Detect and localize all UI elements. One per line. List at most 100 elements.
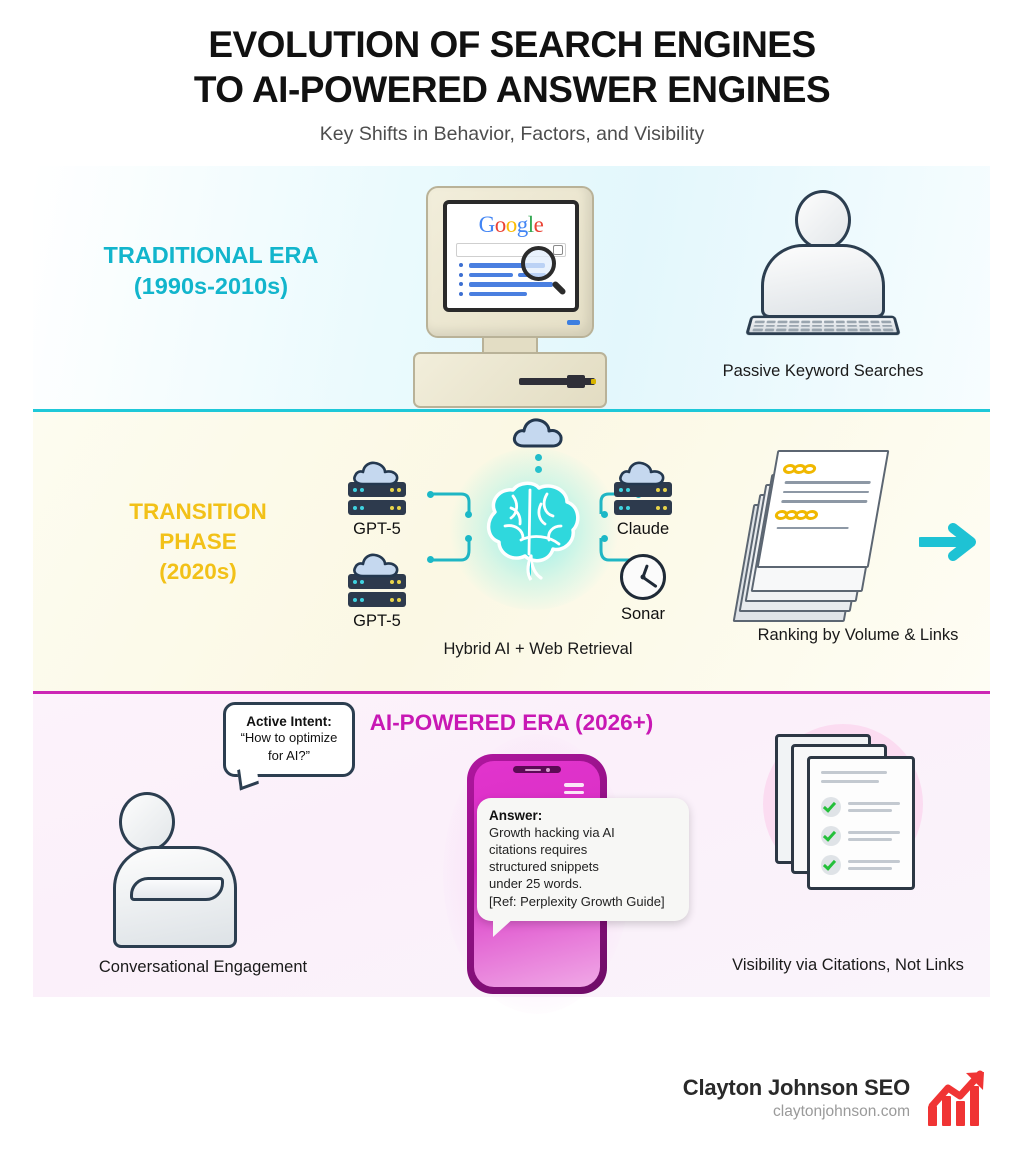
- person-typing-figure: [733, 190, 913, 336]
- answer-line-3: structured snippets: [489, 859, 599, 875]
- crt-body: Google: [426, 186, 594, 338]
- power-led-icon: [567, 320, 580, 325]
- drive-led-icon: [591, 379, 596, 384]
- person-body: [761, 244, 885, 318]
- magnifying-glass-icon: [521, 246, 567, 296]
- connector-dot: [427, 556, 434, 563]
- connector-dot: [427, 491, 434, 498]
- person-head: [795, 190, 851, 250]
- node-label: Claude: [616, 520, 670, 538]
- node-claude: Claude: [595, 460, 691, 539]
- era-label-ai-text: AI-POWERED ERA (2026+): [369, 710, 654, 735]
- node-label: Sonar: [620, 605, 666, 623]
- connector-dot: [601, 511, 608, 518]
- title-line-1: EVOLUTION OF SEARCH ENGINES: [208, 24, 816, 65]
- footer-branding: Clayton Johnson SEO claytonjohnson.com: [683, 1070, 990, 1126]
- connector-line: [599, 538, 637, 562]
- page-title: EVOLUTION OF SEARCH ENGINES TO AI-POWERE…: [0, 22, 1024, 112]
- server-rack-icon: [348, 574, 406, 607]
- era-label-transition-line3: (2020s): [159, 559, 237, 585]
- check-item: [821, 855, 901, 875]
- era-label-transition: TRANSITION PHASE (2020s): [68, 497, 328, 587]
- bullet-icon: [459, 263, 463, 268]
- era-label-traditional-line1: TRADITIONAL ERA: [103, 242, 319, 268]
- node-gpt5-top-left: GPT-5: [329, 460, 425, 539]
- server-rack-icon: [614, 482, 672, 515]
- connector-line: [599, 492, 637, 514]
- arrow-right-icon: [916, 520, 983, 569]
- answer-line-1: Growth hacking via AI: [489, 825, 615, 840]
- intent-bubble-title: Active Intent:: [246, 714, 332, 729]
- bubble-tail: [237, 763, 259, 791]
- answer-line-4: under 25 words.: [489, 876, 583, 892]
- result-line: [469, 291, 527, 296]
- crossed-arms: [130, 877, 224, 901]
- caption-conversational-engagement: Conversational Engagement: [98, 958, 308, 976]
- clock-icon: [620, 554, 666, 600]
- band-traditional-era: TRADITIONAL ERA (1990s-2010s) Google: [33, 166, 990, 412]
- floppy-drive-icon: [519, 378, 595, 385]
- brand-url: claytonjohnson.com: [773, 1103, 910, 1120]
- cloud-icon: [351, 552, 403, 578]
- result-line: [469, 272, 513, 277]
- page-header: EVOLUTION OF SEARCH ENGINES TO AI-POWERE…: [0, 0, 1024, 146]
- person-body: [113, 846, 237, 948]
- result-item: [459, 263, 575, 268]
- brand-text: Clayton Johnson SEO claytonjohnson.com: [683, 1075, 910, 1121]
- result-line: [469, 263, 545, 268]
- connector-line: [433, 538, 471, 562]
- era-label-traditional: TRADITIONAL ERA (1990s-2010s): [61, 240, 361, 302]
- caption-hybrid-ai-web-retrieval: Hybrid AI + Web Retrieval: [443, 640, 633, 658]
- check-icon: [821, 855, 841, 875]
- answer-bubble: Answer: Growth hacking via AI citations …: [477, 798, 689, 937]
- brand-name: Clayton Johnson SEO: [682, 1075, 910, 1100]
- person-head: [119, 792, 175, 852]
- node-label: GPT-5: [353, 612, 401, 630]
- cloud-icon: [351, 460, 403, 486]
- document-check-icon: [757, 722, 937, 892]
- connector-dot: [601, 535, 608, 542]
- check-icon: [821, 797, 841, 817]
- bullet-icon: [459, 291, 463, 296]
- caption-passive-keyword-searches: Passive Keyword Searches: [722, 362, 924, 380]
- crt-screen: Google: [443, 200, 579, 312]
- result-item: [459, 291, 575, 296]
- cloud-icon: [511, 416, 565, 453]
- intent-bubble-line2: for AI?”: [268, 747, 310, 763]
- crt-base: [413, 352, 607, 408]
- answer-reference: [Ref: Perplexity Growth Guide]: [489, 893, 665, 909]
- floppy-eject-button[interactable]: [567, 375, 585, 388]
- bullet-icon: [459, 272, 463, 277]
- caption-ranking-by-volume-links: Ranking by Volume & Links: [757, 626, 959, 644]
- result-item: [459, 282, 575, 287]
- person-crossed-arms-figure: [85, 792, 265, 948]
- intent-bubble-line1: “How to optimize: [240, 730, 338, 745]
- bullet-icon: [459, 282, 463, 287]
- check-item: [821, 826, 901, 846]
- answer-title: Answer:: [489, 808, 543, 823]
- keyboard-icon: [745, 315, 901, 336]
- smartphone-icon: Answer: Growth hacking via AI citations …: [443, 734, 689, 1014]
- check-item: [821, 797, 901, 817]
- crt-monitor-icon: Google: [410, 186, 610, 414]
- check-icon: [821, 826, 841, 846]
- connector-line: [433, 492, 471, 514]
- answer-line-2: citations requires: [489, 842, 588, 858]
- phone-notch: [513, 766, 561, 773]
- chain-links-icon: [774, 509, 866, 520]
- node-gpt5-bottom-left: GPT-5: [329, 552, 425, 631]
- answer-bubble-tail: [493, 916, 515, 937]
- google-logo: Google: [478, 212, 544, 237]
- chain-links-icon: [782, 464, 874, 474]
- brain-icon: [449, 448, 619, 610]
- intent-speech-bubble: Active Intent: “How to optimize for AI?”: [223, 702, 355, 791]
- search-icon: [553, 245, 563, 255]
- node-label: GPT-5: [353, 520, 401, 538]
- era-label-ai: AI-POWERED ERA (2026+): [33, 708, 990, 737]
- band-transition-phase: TRANSITION PHASE (2020s): [33, 412, 990, 694]
- menu-icon[interactable]: [564, 783, 584, 798]
- era-label-traditional-line2: (1990s-2010s): [133, 273, 289, 300]
- cloud-icon: [617, 460, 669, 486]
- document-stack-chain-icon: [732, 444, 913, 622]
- page-subtitle: Key Shifts in Behavior, Factors, and Vis…: [319, 123, 705, 146]
